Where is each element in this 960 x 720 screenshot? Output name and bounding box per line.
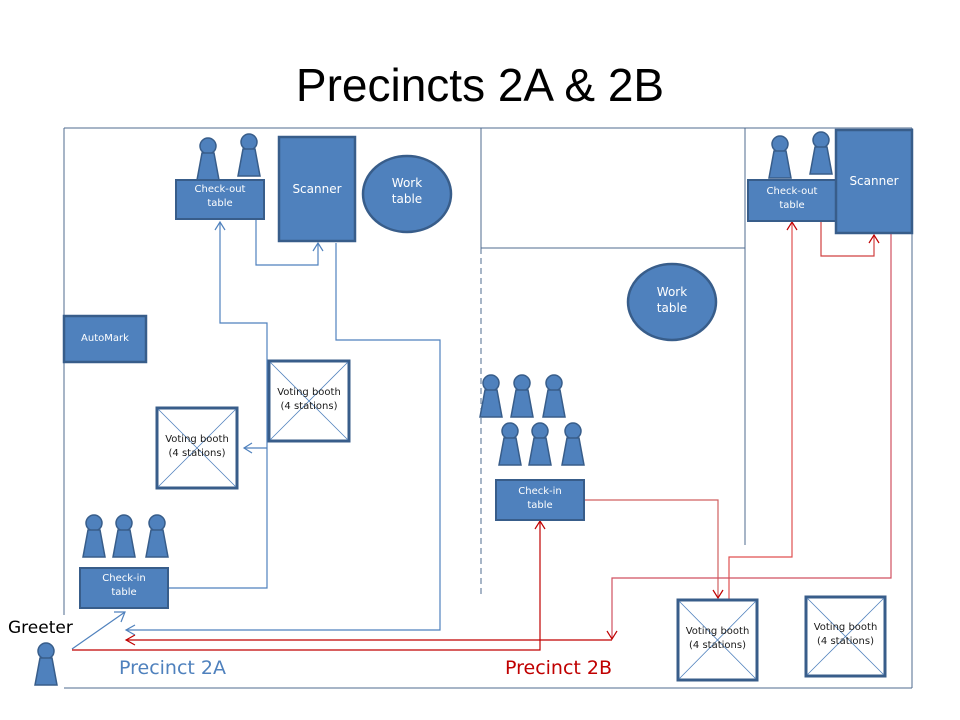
flow-2a-greeter-to-checkin [71, 611, 126, 650]
poll-worker-icon [542, 374, 566, 418]
poll-worker-icon [510, 374, 534, 418]
flow-2b-checkout-to-scanner [820, 220, 875, 257]
voting-booth-2a-2 [267, 359, 351, 443]
checkin-table-2b [495, 479, 585, 521]
flow-2a-arrowhead-booth [242, 442, 253, 454]
page-title: Precincts 2A & 2B [295, 59, 665, 111]
voting-booth-2b-1 [676, 598, 759, 682]
precinct-2a-label: Precinct 2A [119, 657, 226, 679]
checkout-table-2b [747, 179, 837, 222]
poll-worker-icon [768, 135, 792, 179]
flow-2b-arrowhead-scanner [868, 233, 880, 244]
flow-2b-booth-to-checkout [728, 222, 793, 600]
work-table-2a [361, 154, 453, 234]
poll-worker-icon [237, 133, 261, 177]
flow-2b-arrowhead-booth [712, 589, 724, 600]
poll-worker-icon [561, 422, 585, 466]
flow-2b-greeter-to-checkin [72, 521, 541, 651]
poll-worker-icon [809, 131, 833, 175]
precinct-2b-checkout-staff [768, 131, 833, 179]
poll-worker-icon [528, 422, 552, 466]
poll-worker-icon [196, 137, 220, 181]
flow-2a-checkin-to-booths [168, 222, 268, 589]
precinct-2b-checkin-staff [479, 374, 585, 466]
precinct-2b-label: Precinct 2B [505, 657, 613, 679]
scanner-2b [834, 128, 914, 235]
flow-2b-arrowhead-exit-a [606, 630, 618, 641]
flow-2a-arrowhead-scanner [312, 241, 324, 252]
flow-2b [72, 220, 892, 651]
flow-2a-scanner-to-exit [126, 243, 441, 631]
checkout-table-2a [175, 179, 265, 220]
flow-2a-checkout-to-scanner [255, 220, 319, 266]
flow-2b-arrowhead-exit [124, 634, 136, 646]
scanner-2a [277, 135, 357, 243]
greeter-label: Greeter [8, 618, 73, 638]
work-table-2b [626, 262, 718, 342]
flow-2a-arrowhead-checkin [114, 611, 126, 623]
poll-worker-icon [145, 514, 169, 558]
greeter-icon [34, 642, 58, 686]
flow-2a-arrowhead-exit [124, 624, 136, 636]
poll-worker-icon [82, 514, 106, 558]
voting-booth-2a-1 [155, 406, 239, 490]
flow-2a [71, 220, 441, 650]
checkin-table-2a [79, 567, 169, 609]
poll-worker-icon [498, 422, 522, 466]
voting-booth-2b-2 [804, 595, 887, 678]
flow-2a-arrowhead-checkout [214, 220, 226, 231]
poll-worker-icon [112, 514, 136, 558]
flow-2b-scanner-to-exit-a [611, 234, 892, 639]
flow-2b-checkin-to-booth [584, 499, 719, 598]
precinct-2a-checkin-staff [82, 514, 169, 558]
precinct-2a-checkout-staff [196, 133, 261, 181]
automark-2a [62, 314, 148, 364]
poll-worker-icon [479, 374, 503, 418]
